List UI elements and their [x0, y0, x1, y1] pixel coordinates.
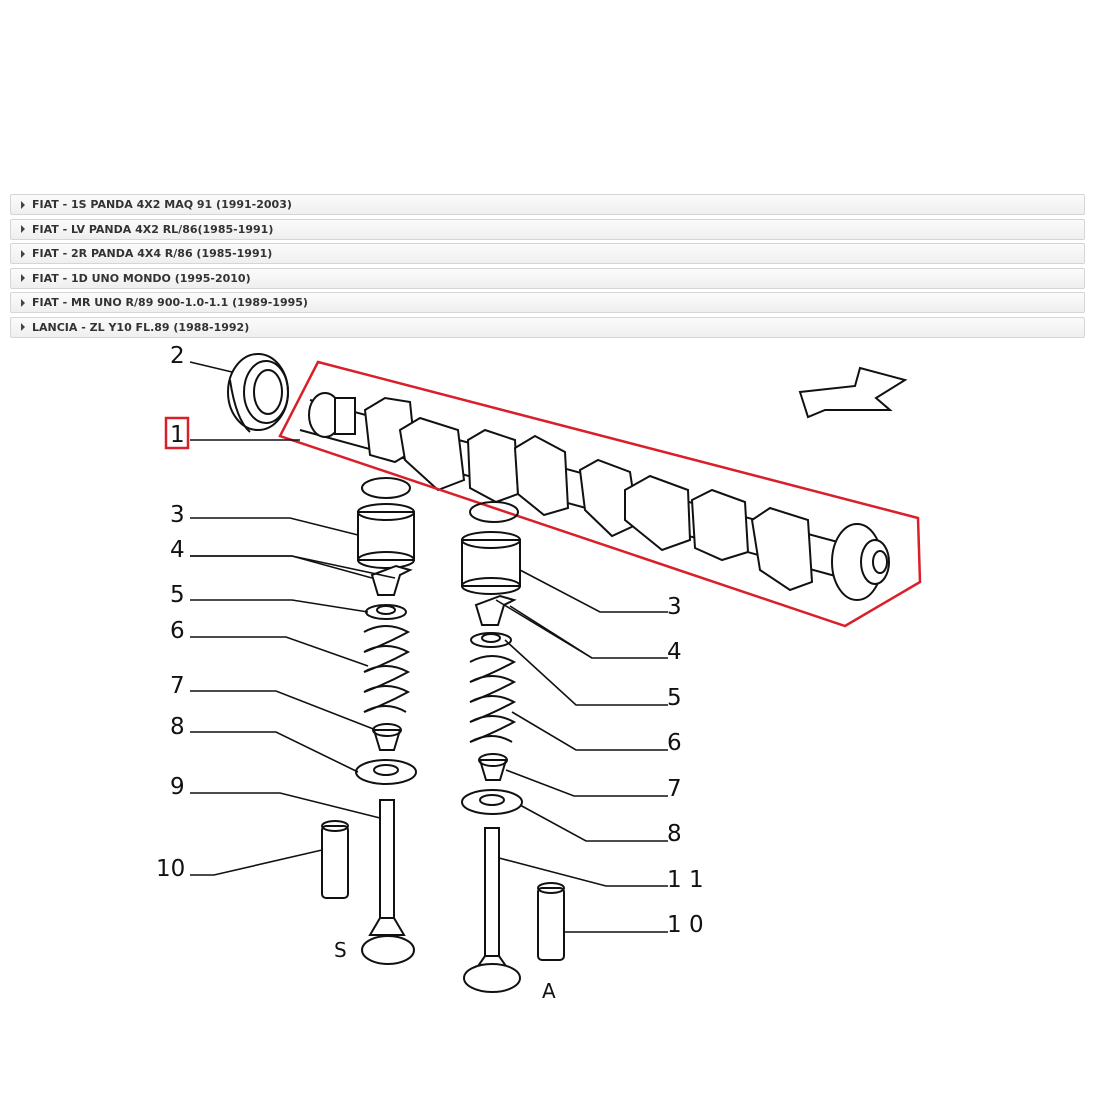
callout-label: 1 1: [667, 867, 704, 893]
callout-label: 8: [170, 714, 185, 740]
application-label: FIAT - LV PANDA 4X2 RL/86(1985-1991): [32, 222, 274, 236]
callout-label: 1: [170, 422, 185, 448]
callout-label: 10: [156, 856, 185, 882]
application-row[interactable]: FIAT - 1S PANDA 4X2 MAQ 91 (1991-2003): [10, 194, 1085, 215]
callout-label: 8: [667, 821, 682, 847]
application-row[interactable]: FIAT - 1D UNO MONDO (1995-2010): [10, 267, 1085, 289]
camshaft-part: [299, 392, 890, 601]
callout-label: 3: [170, 502, 185, 528]
expand-arrow-icon: [21, 298, 25, 307]
application-label: LANCIA - ZL Y10 FL.89 (1988-1992): [32, 320, 250, 334]
callout-label: 5: [170, 582, 185, 608]
callout-label: 1 0: [667, 912, 704, 938]
application-label: FIAT - MR UNO R/89 900-1.0-1.1 (1989-199…: [32, 296, 308, 309]
right-leader-lines: [495, 569, 668, 933]
callout-label: 5: [667, 685, 682, 711]
oil-seal-part: [227, 353, 289, 433]
application-row[interactable]: FIAT - LV PANDA 4X2 RL/86(1985-1991): [10, 218, 1085, 240]
application-row[interactable]: LANCIA - ZL Y10 FL.89 (1988-1992): [10, 316, 1085, 338]
expand-arrow-icon: [21, 225, 25, 233]
callout-label: 9: [170, 774, 185, 800]
expand-arrow-icon: [21, 323, 25, 331]
valve-a-label: A: [542, 979, 556, 1003]
left-leader-lines: [189, 361, 396, 876]
expand-arrow-icon: [21, 200, 25, 209]
expand-arrow-icon: [21, 249, 25, 258]
application-list: FIAT - 1S PANDA 4X2 MAQ 91 (1991-2003) F…: [10, 194, 1085, 341]
right-valve-assembly: [461, 501, 565, 993]
application-label: FIAT - 2R PANDA 4X4 R/86 (1985-1991): [32, 247, 273, 260]
expand-arrow-icon: [21, 274, 25, 282]
callout-label: 4: [667, 639, 682, 665]
callout-label: 6: [667, 730, 682, 756]
callout-label: 7: [170, 673, 185, 699]
application-row[interactable]: FIAT - MR UNO R/89 900-1.0-1.1 (1989-199…: [10, 292, 1085, 313]
callout-label: 3: [667, 594, 682, 620]
camshaft-highlight-outline: [278, 360, 922, 628]
callout-label: 7: [667, 776, 682, 802]
application-label: FIAT - 1S PANDA 4X2 MAQ 91 (1991-2003): [32, 198, 292, 211]
part-1-highlight-box: [164, 416, 190, 450]
application-row[interactable]: FIAT - 2R PANDA 4X4 R/86 (1985-1991): [10, 243, 1085, 264]
callout-label: 2: [170, 343, 185, 369]
right-callouts: 3 4 5 6 7 8 1 1 1 0: [667, 594, 704, 938]
valve-s-label: S: [334, 938, 347, 962]
callout-label: 6: [170, 618, 185, 644]
callout-label: 4: [170, 537, 185, 563]
left-valve-assembly: [321, 477, 417, 965]
direction-arrow-icon: [798, 366, 908, 419]
left-callouts: 2 1 3 4 5 6 7 8 9 10: [156, 343, 185, 882]
application-label: FIAT - 1D UNO MONDO (1995-2010): [32, 271, 251, 285]
